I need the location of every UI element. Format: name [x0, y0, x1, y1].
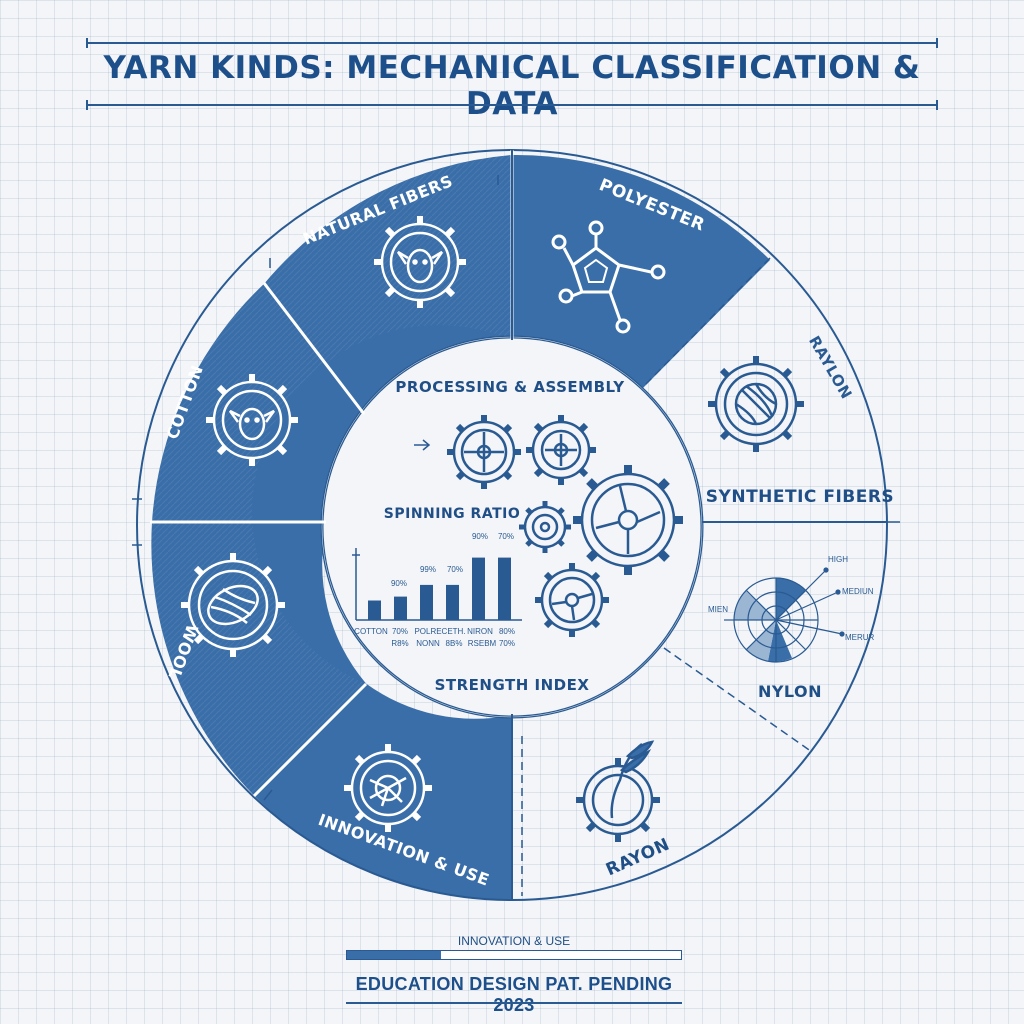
yarn-ball-gear-icon: [708, 356, 804, 452]
title-tick: [936, 100, 938, 110]
category-label: 70%: [392, 627, 408, 636]
gear-icon: [526, 415, 596, 485]
bar-value-label: 99%: [420, 565, 436, 574]
radar-label: MEDIUN: [842, 587, 874, 596]
gear-cluster-icon: [447, 415, 683, 637]
category-label: NIRON: [467, 627, 493, 636]
title-tick: [86, 100, 88, 110]
segment-label-rayon-bottom: RAYON: [603, 835, 673, 881]
category-label: NONN: [416, 639, 440, 648]
radar-label: MERUR: [845, 633, 875, 642]
category-label: 8B%: [446, 639, 463, 648]
footer-bar-label: INNOVATION & USE: [457, 934, 571, 948]
spinning-ratio-label: SPINNING RATIO: [384, 506, 520, 522]
segment-polyester: [512, 154, 770, 391]
gear-icon: [519, 501, 571, 553]
chart-bar: [498, 557, 511, 620]
category-label: 70%: [499, 639, 515, 648]
category-label: COTTON: [354, 627, 388, 636]
category-label: 80%: [499, 627, 515, 636]
chart-bar: [446, 584, 459, 620]
title-frame: YARN KINDS: MECHANICAL CLASSIFICATION & …: [86, 38, 938, 122]
chart-axes: [352, 548, 522, 621]
title-rule-bottom: [86, 104, 938, 106]
radar-label: HIGH: [828, 555, 848, 564]
chart-bar: [420, 584, 433, 620]
molecule-icon: [551, 220, 666, 334]
arrow-right-icon: [414, 439, 431, 451]
radar-label: MIEN: [708, 605, 728, 614]
category-label: R8%: [391, 639, 408, 648]
gear-icon: [447, 415, 521, 489]
category-label: RSEBM: [468, 639, 497, 648]
network-gear-icon: [344, 744, 432, 832]
title-tick: [936, 38, 938, 48]
gear-icon: [535, 563, 609, 637]
plant-gear-icon: [576, 740, 660, 842]
bar-value-label: 90%: [391, 579, 407, 588]
title-tick: [86, 38, 88, 48]
footer-progress-bar: [346, 950, 682, 960]
bar-chart: [368, 557, 511, 620]
center-heading: PROCESSING & ASSEMBLY: [395, 378, 625, 396]
strength-index-label: STRENGTH INDEX: [435, 676, 590, 694]
segment-label-synthetic-fibers: SYNTHETIC FIBERS: [706, 487, 894, 507]
title-rule-top: [86, 42, 938, 44]
footer-rule: [346, 1002, 682, 1004]
segment-label-nylon: NYLON: [758, 682, 822, 701]
bar-value-label: 90%: [472, 532, 488, 541]
footer-credit: EDUCATION DESIGN PAT. PENDING 2023: [355, 974, 673, 1015]
sheep-gear-icon: [374, 216, 466, 308]
footer-progress-fill: [347, 951, 441, 959]
radar-chart-icon: [724, 567, 845, 663]
sheep-gear-icon: [206, 374, 298, 466]
bar-value-label: 70%: [498, 532, 514, 541]
gear-icon: [573, 465, 683, 575]
chart-bar: [394, 596, 407, 620]
category-label: POLRECETH.: [414, 627, 465, 636]
bar-value-label: 70%: [447, 565, 463, 574]
chart-bar: [472, 557, 485, 620]
chart-bar: [368, 600, 381, 620]
segment-label-rayon-top: RAYLON: [805, 333, 856, 403]
yarn-ball-gear-icon: [181, 553, 285, 657]
